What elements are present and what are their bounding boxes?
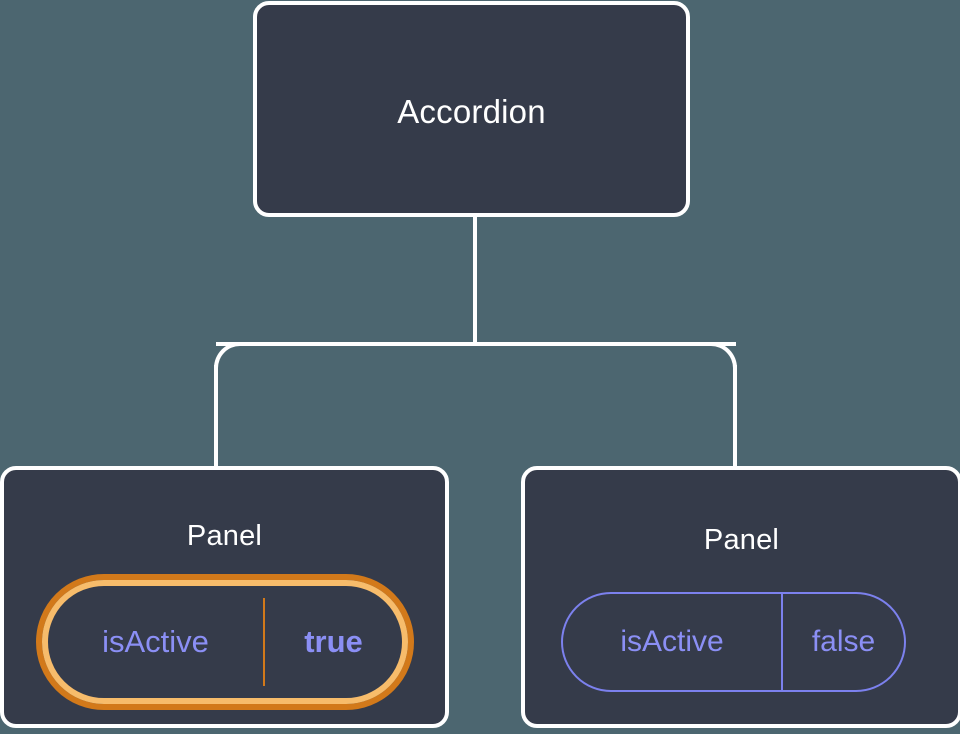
connector-leg-left bbox=[214, 365, 218, 473]
node-panel-active[interactable]: Panel isActive true bbox=[0, 466, 449, 728]
connector-branch-bar bbox=[216, 342, 736, 346]
node-accordion[interactable]: Accordion bbox=[253, 1, 690, 217]
node-panel-inactive-label: Panel bbox=[703, 524, 780, 556]
prop-value: true bbox=[304, 624, 363, 659]
prop-pill-default[interactable]: isActive false bbox=[561, 592, 906, 692]
pill-body: isActive true bbox=[48, 586, 402, 698]
node-panel-inactive[interactable]: Panel isActive false bbox=[521, 466, 960, 728]
connector-elbow-left bbox=[214, 342, 241, 369]
node-panel-active-label: Panel bbox=[186, 520, 263, 552]
pill-divider bbox=[263, 598, 265, 686]
prop-pill-highlighted[interactable]: isActive true bbox=[36, 574, 414, 710]
prop-key: isActive bbox=[620, 625, 724, 658]
prop-key: isActive bbox=[102, 624, 209, 659]
node-accordion-label: Accordion bbox=[397, 93, 546, 130]
pill-divider bbox=[781, 592, 783, 692]
connector-root-stem bbox=[473, 213, 477, 345]
prop-value: false bbox=[811, 625, 876, 658]
connector-leg-right bbox=[733, 365, 737, 473]
